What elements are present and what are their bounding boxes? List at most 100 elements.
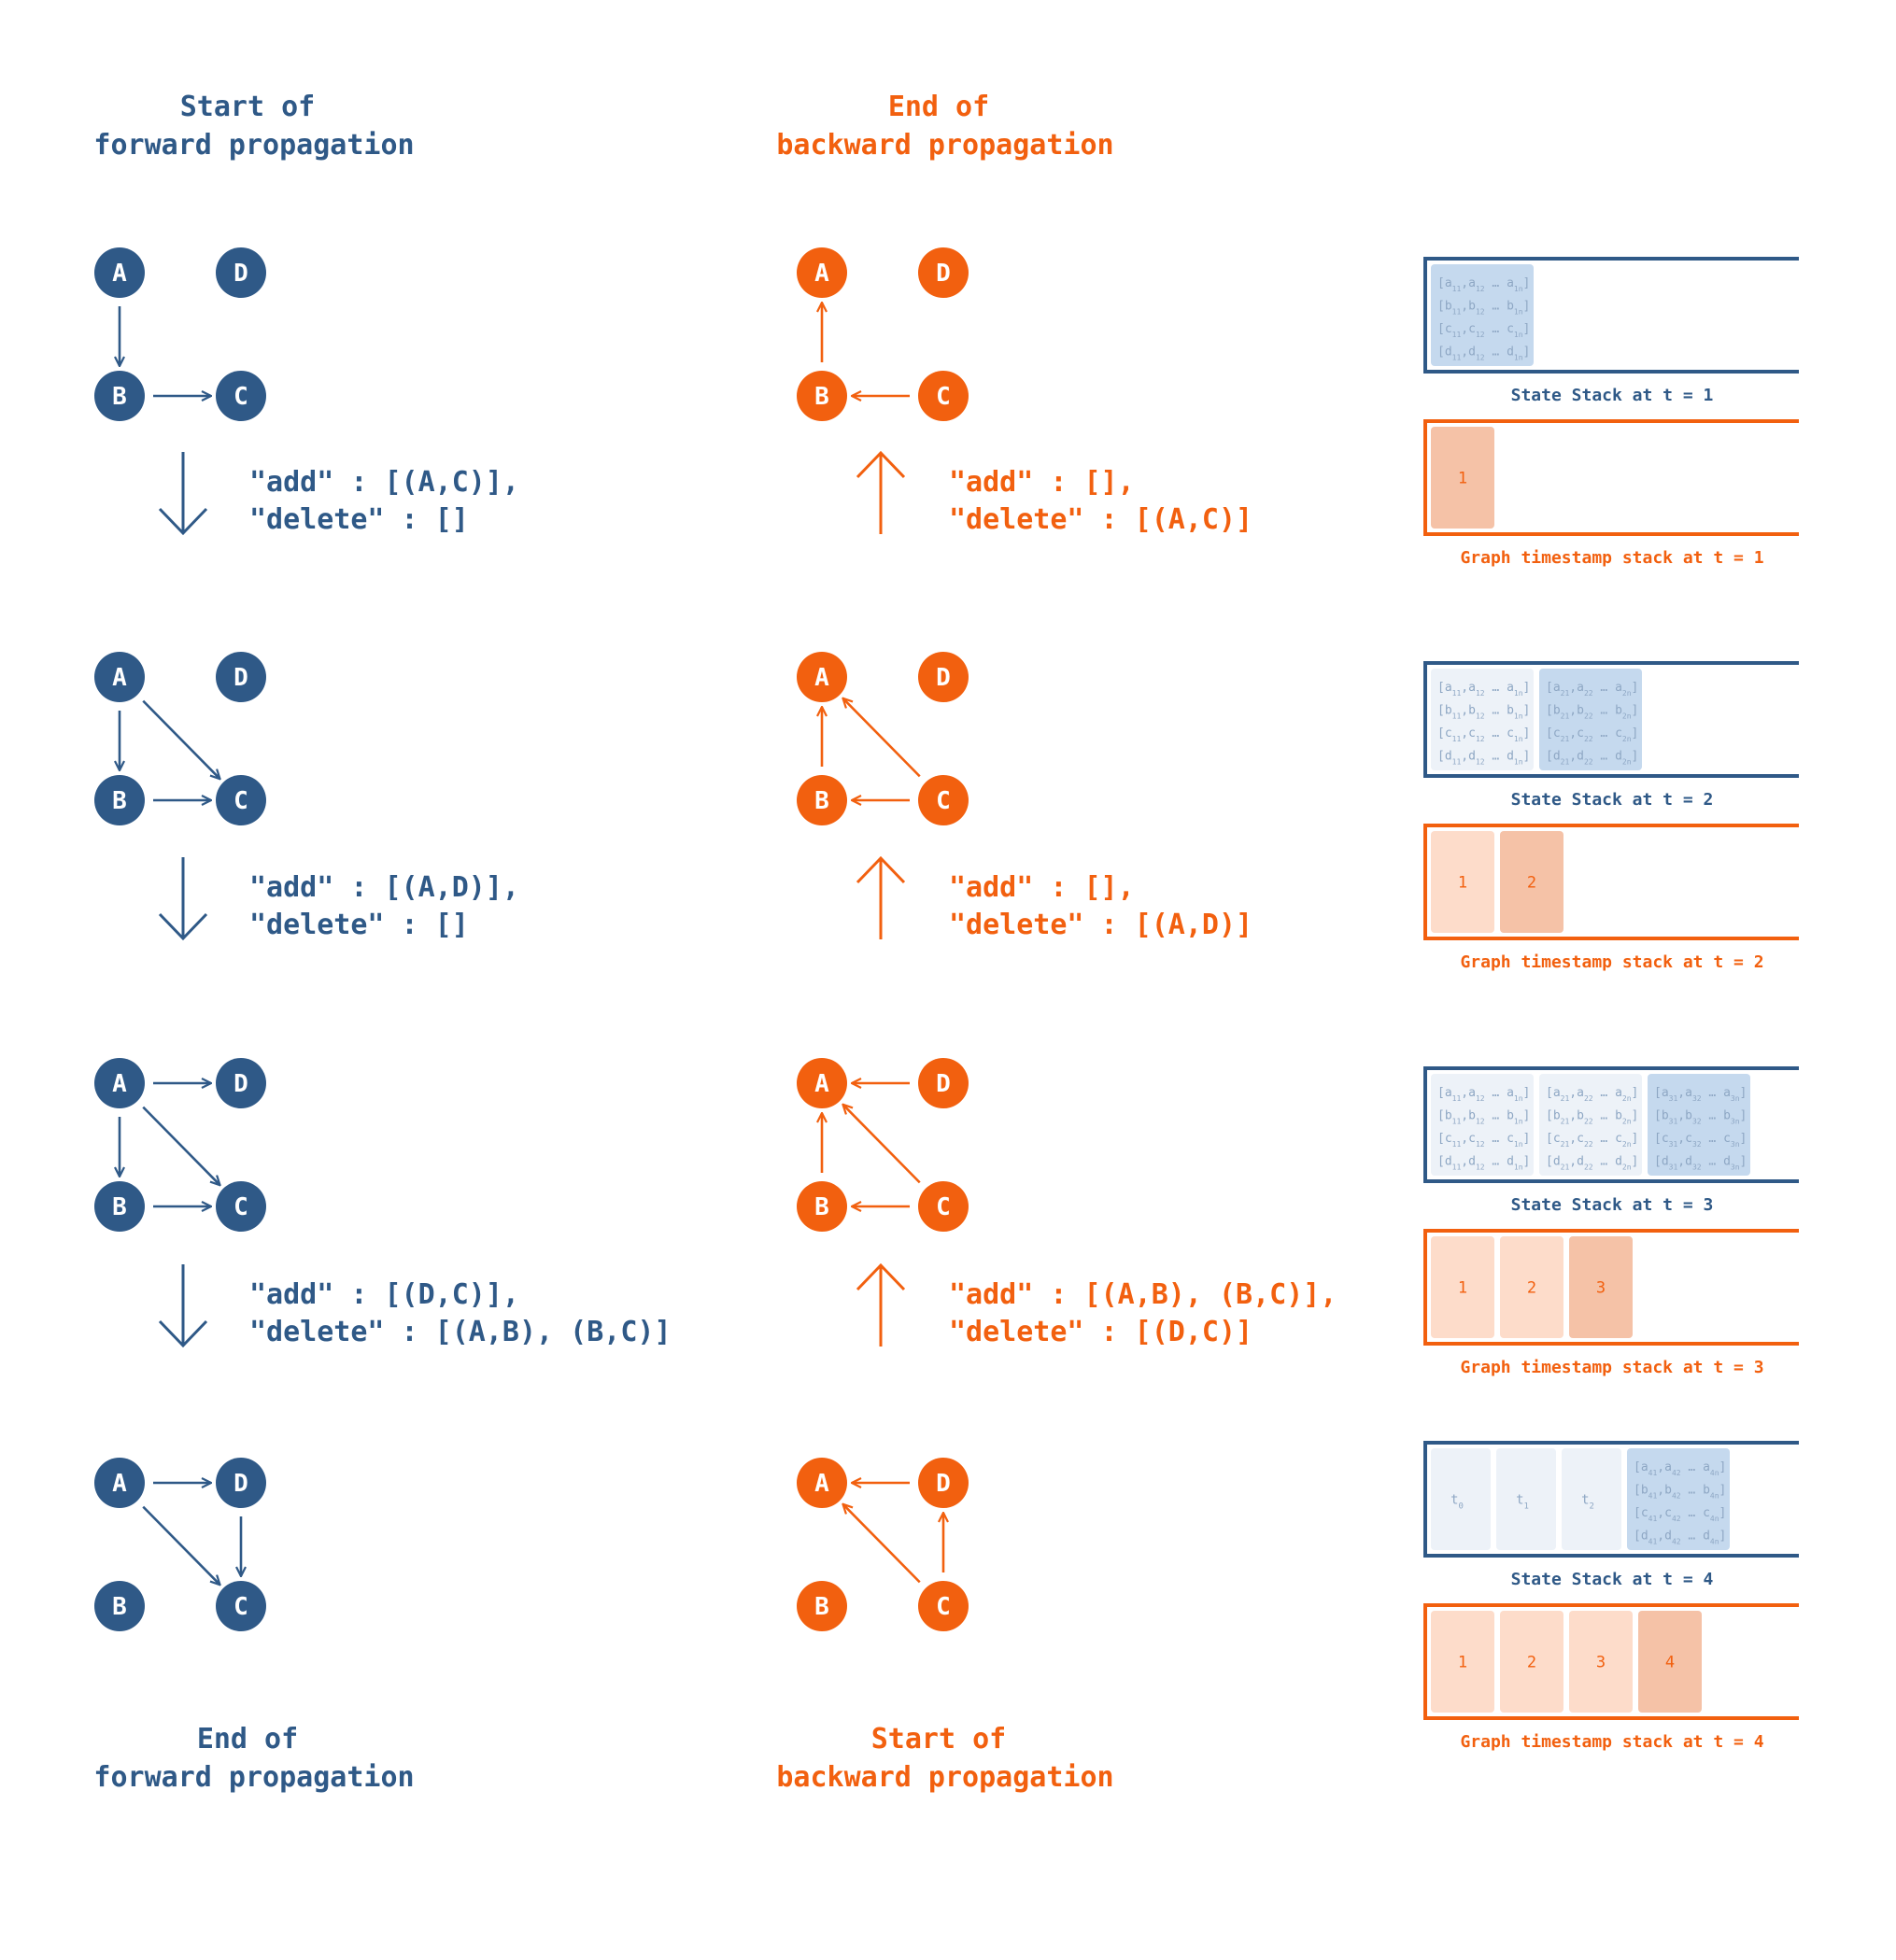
state-stack-label: State Stack at t = 3	[1511, 1195, 1714, 1215]
node-circle	[216, 652, 266, 702]
node-C: C	[918, 775, 969, 825]
node-label: D	[233, 1070, 248, 1098]
state-cell-bg	[1431, 1074, 1534, 1176]
node-circle	[216, 371, 266, 421]
state-matrix-cell: [a11,a12 … a1n][b11,b12 … b1n][c11,c12 ……	[1431, 264, 1534, 366]
state-matrix-cell: [a21,a22 … a2n][b21,b22 … b2n][c21,c22 ……	[1539, 1074, 1642, 1176]
timestamp-value: 1	[1458, 470, 1467, 488]
stack-column: [a11,a12 … a1n] [b11,b12 … b1n] [c11,c12 ……	[1423, 257, 1799, 1752]
vector-row: [a41,a42 … a4n]	[1634, 1460, 1726, 1477]
backward-delta-2: "add" : [],"delete" : [(A,D)]	[856, 855, 1252, 941]
vector-row: [b11,b12 … b1n]	[1437, 1109, 1530, 1126]
node-A: A	[94, 1058, 145, 1108]
state-stack: [a11,a12 … a1n][b11,b12 … b1n][c11,c12 ……	[1423, 1066, 1799, 1183]
node-circle	[216, 775, 266, 825]
heading-line: backward propagation	[776, 129, 1113, 162]
delta-delete-text: "delete" : [(A,C)]	[949, 503, 1252, 536]
node-label: D	[936, 1070, 951, 1098]
forward-step-3-graph: A B C D	[94, 1058, 266, 1232]
delta-add-text: "add" : [],	[949, 466, 1135, 499]
node-label: B	[112, 1193, 127, 1221]
vector-row: [b31,b32 … b3n]	[1654, 1109, 1747, 1126]
vector-row: [c21,c22 … c2n]	[1546, 1132, 1638, 1149]
edge-A-C	[142, 699, 219, 780]
vector-row: [d31,d32 … d3n]	[1654, 1155, 1747, 1172]
timestamp-cell-bg	[1569, 1236, 1633, 1338]
node-label: B	[814, 787, 829, 815]
node-label: C	[233, 787, 248, 815]
node-label: C	[936, 383, 951, 411]
node-circle	[797, 371, 847, 421]
state-matrix-cell: [a21,a22 … a2n][b21,b22 … b2n][c21,c22 ……	[1539, 669, 1642, 770]
node-label: A	[814, 260, 829, 288]
heading-line: End of	[888, 91, 989, 123]
node-circle	[94, 247, 145, 298]
node-circle	[94, 1581, 145, 1631]
node-B: B	[94, 1181, 145, 1232]
vector-row: [b41,b42 … b4n]	[1634, 1484, 1726, 1501]
node-A: A	[94, 1458, 145, 1508]
timestamp-cell: 1	[1431, 1236, 1494, 1338]
delta-delete-text: "delete" : [(A,B), (B,C)]	[249, 1316, 672, 1348]
down-arrow-icon	[158, 507, 208, 536]
node-label: C	[233, 1193, 248, 1221]
timestamp-cell: 4	[1638, 1611, 1702, 1713]
node-D: D	[216, 1058, 266, 1108]
node-C: C	[918, 1581, 969, 1631]
timestamp-value: 1	[1458, 1654, 1467, 1672]
vector-row: [d41,d42 … d4n]	[1634, 1530, 1726, 1546]
forward-delta-1: "add" : [(A,C)],"delete" : []	[158, 452, 519, 536]
backward-end-heading: End of backward propagation	[776, 91, 1113, 162]
node-circle	[797, 1581, 847, 1631]
node-circle	[918, 775, 969, 825]
vector-row: [a31,a32 … a3n]	[1654, 1086, 1747, 1103]
node-label: B	[814, 1593, 829, 1621]
node-label: A	[814, 1470, 829, 1498]
node-C: C	[918, 1181, 969, 1232]
timestamp-value: 3	[1596, 1654, 1606, 1672]
node-B: B	[797, 1581, 847, 1631]
vector-row: [a21,a22 … a2n]	[1546, 681, 1638, 698]
node-D: D	[216, 1458, 266, 1508]
delta-delete-text: "delete" : []	[249, 503, 469, 536]
timestamp-cell: 3	[1569, 1236, 1633, 1338]
timestamp-value: 2	[1527, 874, 1536, 893]
timestamp-cell-bg	[1431, 831, 1494, 933]
heading-line: Start of	[180, 91, 316, 123]
timestamp-cell: 1	[1431, 831, 1494, 933]
node-C: C	[216, 1181, 266, 1232]
node-label: B	[112, 383, 127, 411]
vector-row: [c21,c22 … c2n]	[1546, 726, 1638, 743]
node-label: B	[112, 1593, 127, 1621]
timestamp-stack: 1	[1423, 419, 1799, 536]
state-time-cell: t2	[1562, 1448, 1621, 1550]
vector-row: [b11,b12 … b1n]	[1437, 300, 1530, 317]
timestep-label: t0	[1450, 1493, 1464, 1512]
backward-step-4-graph: A B C D	[797, 1458, 969, 1631]
vector-row: [c11,c12 … c1n]	[1437, 726, 1530, 743]
state-stack-label: State Stack at t = 4	[1511, 1570, 1714, 1589]
timestamp-stack-label: Graph timestamp stack at t = 2	[1460, 952, 1763, 972]
node-circle	[216, 1181, 266, 1232]
node-D: D	[918, 1458, 969, 1508]
heading-line: backward propagation	[776, 1761, 1113, 1794]
timestamp-value: 1	[1458, 874, 1467, 893]
node-D: D	[216, 247, 266, 298]
timestep-label: t1	[1516, 1493, 1529, 1512]
node-label: A	[814, 1070, 829, 1098]
node-label: D	[233, 1470, 248, 1498]
node-B: B	[94, 1581, 145, 1631]
vector-row: [d11,d12 … d1n]	[1437, 1155, 1530, 1172]
node-circle	[918, 247, 969, 298]
node-label: A	[112, 1070, 127, 1098]
delta-annotations: "add" : [(A,C)],"delete" : []"add" : [(A…	[158, 450, 1337, 1348]
backward-start-heading: Start of backward propagation	[776, 1723, 1113, 1794]
vector-row: [a11,a12 … a1n]	[1437, 276, 1530, 293]
timestamp-cell-bg	[1431, 1236, 1494, 1338]
